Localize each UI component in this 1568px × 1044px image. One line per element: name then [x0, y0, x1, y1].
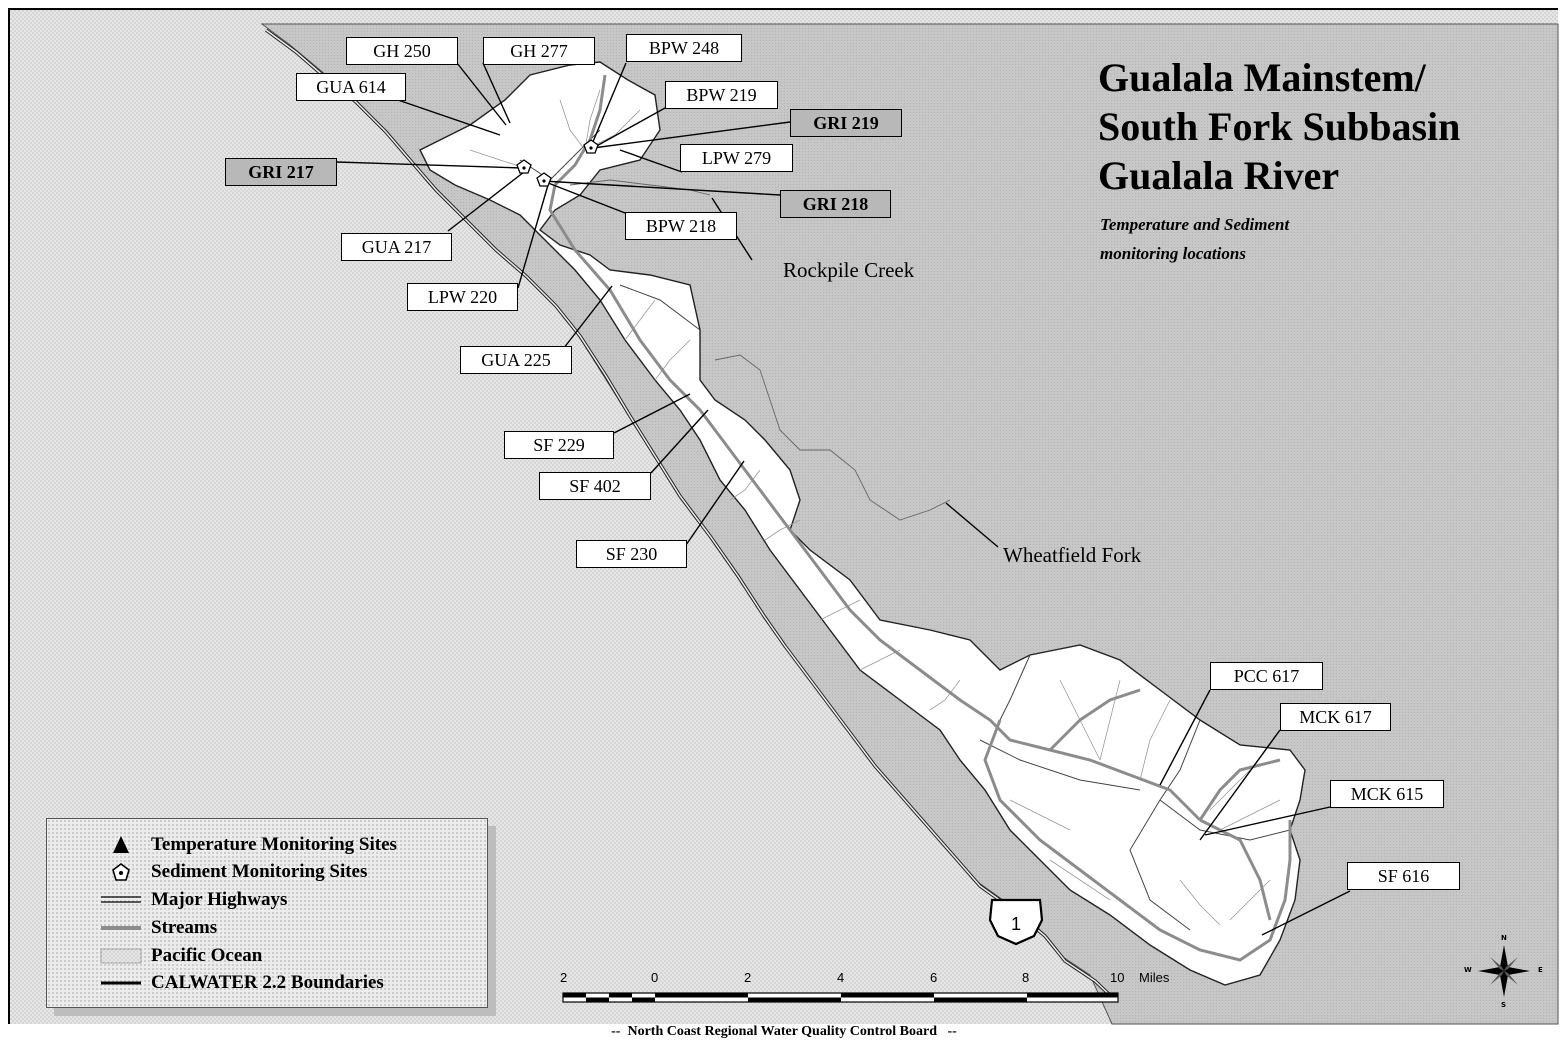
site-markers — [516, 139, 599, 187]
site-label-sf616[interactable]: SF 616 — [1347, 862, 1460, 890]
map-title-line-3: Gualala River — [1098, 153, 1340, 198]
legend-item-sediment: Sediment Monitoring Sites — [47, 859, 487, 885]
highway-1-shield: 1 — [988, 898, 1044, 946]
wheatfield-fork-label: Wheatfield Fork — [1003, 543, 1142, 567]
site-label-gri219[interactable]: GRI 219 — [790, 109, 902, 137]
site-label-sf229[interactable]: SF 229 — [504, 431, 614, 459]
site-label-pcc617[interactable]: PCC 617 — [1210, 662, 1323, 690]
legend-label: Temperature Monitoring Sites — [151, 834, 397, 855]
triangle-icon — [113, 836, 129, 853]
site-label-mck615[interactable]: MCK 615 — [1330, 780, 1444, 808]
footer-credit: -- North Coast Regional Water Quality Co… — [611, 1024, 957, 1039]
site-label-gri218[interactable]: GRI 218 — [780, 190, 891, 218]
scale-tick-label: 6 — [930, 970, 938, 985]
legend-item-calwater: CALWATER 2.2 Boundaries — [47, 970, 487, 996]
rockpile-creek-label: Rockpile Creek — [783, 258, 915, 282]
leader-lines — [335, 62, 1351, 936]
north-letter-e: E — [1538, 966, 1543, 974]
scale-tick-label: 4 — [837, 970, 845, 985]
site-label-gua614[interactable]: GUA 614 — [296, 73, 406, 101]
scale-tick-label: 0 — [651, 970, 659, 985]
site-label-sf230[interactable]: SF 230 — [576, 540, 687, 568]
legend-item-highways: Major Highways — [47, 887, 487, 913]
site-label-gh250[interactable]: GH 250 — [346, 37, 458, 65]
legend-item-streams: Streams — [47, 915, 487, 941]
legend-label: Streams — [151, 917, 218, 938]
north-arrow-icon — [1478, 945, 1530, 997]
map-title-line-2: South Fork Subbasin — [1098, 104, 1461, 149]
scale-tick-label: 8 — [1022, 970, 1030, 985]
scale-tick-label: 10 — [1110, 970, 1125, 985]
svg-text:1: 1 — [1011, 914, 1021, 934]
site-label-mck617[interactable]: MCK 617 — [1280, 703, 1391, 731]
north-letter-s: S — [1501, 1001, 1507, 1009]
map-title-line-1: Gualala Mainstem/ — [1098, 55, 1426, 100]
scale-unit-label: Miles — [1139, 970, 1170, 985]
legend-item-temperature: Temperature Monitoring Sites — [47, 832, 487, 858]
site-label-gua217[interactable]: GUA 217 — [341, 233, 452, 261]
map-subtitle-line-2: monitoring locations — [1100, 244, 1246, 263]
site-label-lpw279[interactable]: LPW 279 — [680, 144, 793, 172]
site-label-gua225[interactable]: GUA 225 — [460, 346, 572, 374]
legend-item-ocean: Pacific Ocean — [47, 943, 487, 969]
site-label-gri217[interactable]: GRI 217 — [225, 158, 337, 186]
map-legend: Temperature Monitoring Sites Sediment Mo… — [46, 818, 488, 1008]
scale-tick-label: 2 — [560, 970, 568, 985]
legend-label: CALWATER 2.2 Boundaries — [151, 972, 384, 993]
streams — [548, 74, 1292, 962]
outer-streams — [569, 179, 951, 521]
stipple-box-icon — [100, 948, 142, 964]
pentagon-icon — [112, 863, 130, 881]
legend-label: Pacific Ocean — [151, 945, 263, 966]
legend-label: Major Highways — [151, 889, 288, 910]
site-label-bpw219[interactable]: BPW 219 — [665, 81, 778, 109]
north-letter-w: W — [1464, 966, 1472, 974]
legend-label: Sediment Monitoring Sites — [151, 861, 368, 882]
scale-tick-label: 2 — [744, 970, 752, 985]
double-line-icon — [101, 896, 141, 903]
site-label-bpw248[interactable]: BPW 248 — [626, 34, 742, 62]
map-subtitle-line-1: Temperature and Sediment — [1100, 215, 1290, 234]
stream-line-icon — [101, 926, 141, 930]
scale-bar — [562, 992, 1119, 1003]
boundary-line-icon — [101, 981, 141, 985]
tributaries — [469, 89, 1281, 926]
site-label-gh277[interactable]: GH 277 — [483, 37, 595, 65]
north-letter-n: N — [1501, 934, 1507, 942]
site-label-bpw218[interactable]: BPW 218 — [625, 212, 737, 240]
highway-1-inner — [265, 29, 1116, 1001]
site-label-sf402[interactable]: SF 402 — [539, 472, 651, 500]
site-label-lpw220[interactable]: LPW 220 — [407, 283, 518, 311]
